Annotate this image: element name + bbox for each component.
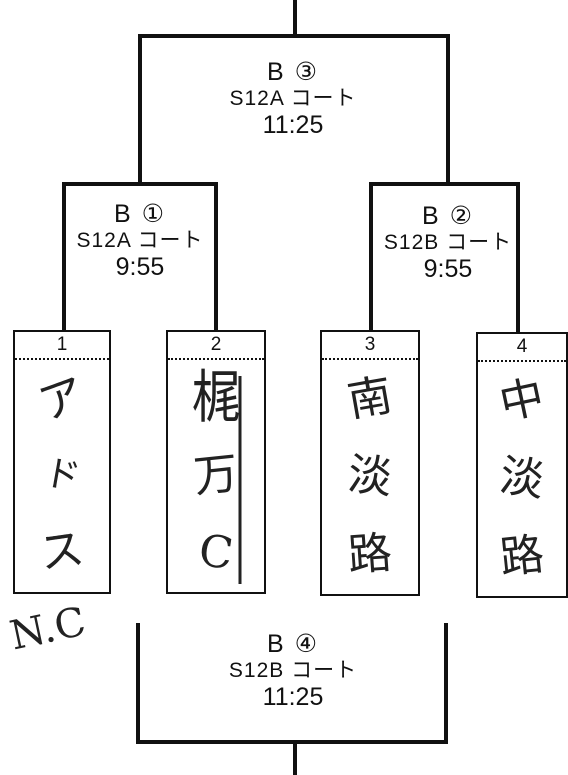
handwritten-team-name: 梶 万 C xyxy=(168,360,264,592)
handwritten-char: 中 xyxy=(495,370,549,431)
handwritten-team-name: 中 淡 路 xyxy=(478,362,566,596)
start-time: 11:25 xyxy=(262,110,324,139)
handwritten-char: 路 xyxy=(497,528,547,585)
match-b4: B ④ S12B コート 11:25 xyxy=(188,630,398,712)
court-label: S12B コート xyxy=(383,230,513,254)
slot-number: 2 xyxy=(168,332,264,360)
handwritten-char: ド xyxy=(40,452,84,499)
court-label: S12A コート xyxy=(229,86,357,110)
match-label: B ① xyxy=(113,200,167,228)
handwritten-team-name: ア ド ス xyxy=(15,360,109,592)
match-b2: B ② S12B コート 9:55 xyxy=(368,202,528,284)
court-label: S12B コート xyxy=(228,658,358,682)
court-label: S12A コート xyxy=(76,228,204,252)
start-time: 9:55 xyxy=(423,254,473,283)
team-slot-2: 2 梶 万 C xyxy=(166,330,266,594)
match-label: B ② xyxy=(421,202,475,230)
team-slot-1: 1 ア ド ス xyxy=(13,330,111,594)
handwritten-team-name: 南 淡 路 xyxy=(322,360,418,594)
handwritten-char: 南 xyxy=(343,369,397,428)
match-b3: B ③ S12A コート 11:25 xyxy=(188,58,398,140)
handwritten-char: 梶 xyxy=(191,364,241,432)
start-time: 11:25 xyxy=(262,682,324,711)
handwritten-char: 淡 xyxy=(496,450,548,507)
team-slot-4: 4 中 淡 路 xyxy=(476,332,568,598)
handwritten-char: ア xyxy=(32,368,92,432)
match-label: B ③ xyxy=(266,58,320,86)
handwritten-char: 淡 xyxy=(345,448,395,505)
handwritten-char: 路 xyxy=(346,527,394,582)
team-slot-3: 3 南 淡 路 xyxy=(320,330,420,596)
match-b1: B ① S12A コート 9:55 xyxy=(60,200,220,282)
slot-number: 3 xyxy=(322,332,418,360)
handwritten-underline xyxy=(238,376,242,584)
slot-number: 4 xyxy=(478,334,566,362)
match-label: B ④ xyxy=(266,630,320,658)
handwritten-char: ス xyxy=(36,523,88,580)
start-time: 9:55 xyxy=(115,252,165,281)
slot-number: 1 xyxy=(15,332,109,360)
